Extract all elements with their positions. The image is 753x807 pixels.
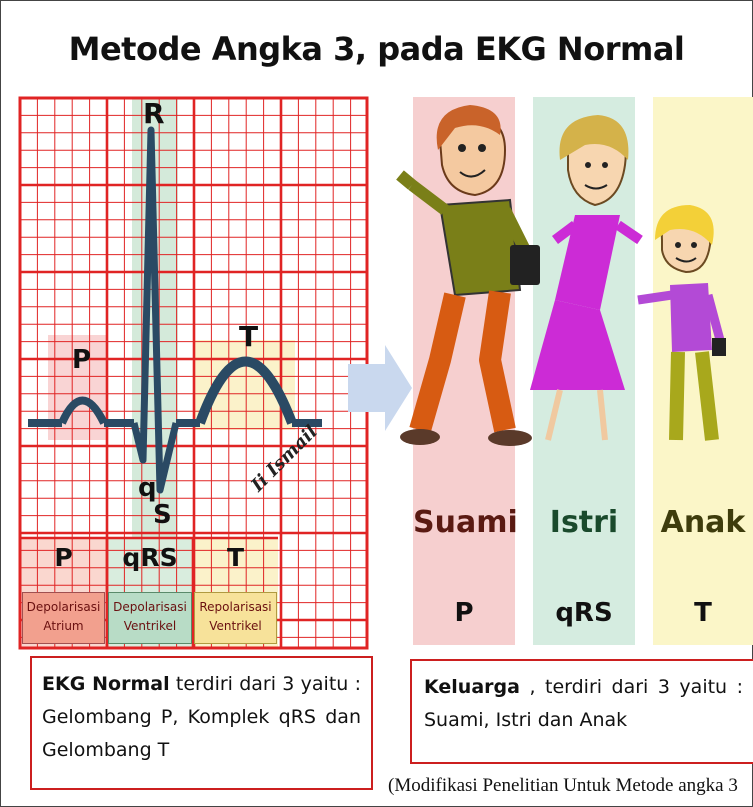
slide-title: Metode Angka 3, pada EKG Normal	[68, 30, 685, 68]
ekg-desc-p-box: Depolarisasi Atrium	[22, 592, 105, 644]
label-t: T	[239, 320, 259, 353]
label-r: R	[143, 97, 165, 130]
label-s: S	[153, 500, 172, 530]
family-code-istri: qRS	[555, 598, 613, 628]
family-code-anak: T	[694, 598, 712, 628]
right-text-box: Keluarga , terdiri dari 3 yaitu : Suami,…	[410, 659, 753, 764]
left-text-bold: EKG Normal	[42, 673, 170, 695]
ekg-code-qrs: qRS	[122, 543, 178, 572]
left-text: EKG Normal terdiri dari 3 yaitu : Gelomb…	[42, 668, 361, 767]
ekg-desc-p-line1: Depolarisasi	[26, 600, 101, 614]
family-name-anak: Anak	[660, 505, 746, 540]
ekg-desc-p-line2: Atrium	[43, 619, 84, 633]
child-figure	[637, 205, 726, 441]
left-text-box: EKG Normal terdiri dari 3 yaitu : Gelomb…	[30, 656, 373, 790]
caption: (Modifikasi Penelitian Untuk Metode angk…	[388, 775, 738, 796]
left-text-rest: terdiri dari 3 yaitu : Gelombang P, Komp…	[42, 673, 361, 761]
label-q: q	[138, 473, 157, 503]
ekg-code-p: P	[54, 543, 73, 572]
right-text: Keluarga , terdiri dari 3 yaitu : Suami,…	[424, 671, 743, 737]
ekg-desc-qrs-box: Depolarisasi Ventrikel	[108, 592, 192, 644]
arrow-right-icon	[348, 345, 412, 431]
husband-figure	[396, 105, 540, 446]
wife-figure	[530, 115, 643, 441]
qrs-complex	[130, 126, 180, 494]
ekg-gridlines	[18, 96, 369, 650]
ekg-desc-qrs-line2: Ventrikel	[123, 619, 177, 633]
ekg-desc-qrs-line1: Depolarisasi	[113, 600, 187, 614]
ekg-desc-t-line1: Repolarisasi	[199, 600, 272, 614]
t-wave	[195, 356, 297, 425]
family-name-istri: Istri	[549, 505, 619, 540]
right-text-rest: , terdiri dari 3 yaitu : Suami, Istri da…	[424, 676, 743, 731]
label-p: P	[72, 345, 92, 375]
family-name-suami: Suami	[413, 505, 518, 540]
right-text-bold: Keluarga	[424, 676, 520, 698]
p-wave	[58, 396, 108, 425]
ekg-desc-t-box: Repolarisasi Ventrikel	[194, 592, 277, 644]
family-code-suami: P	[454, 598, 474, 628]
ekg-code-t: T	[226, 543, 245, 572]
ekg-desc-t-line2: Ventrikel	[209, 619, 262, 633]
